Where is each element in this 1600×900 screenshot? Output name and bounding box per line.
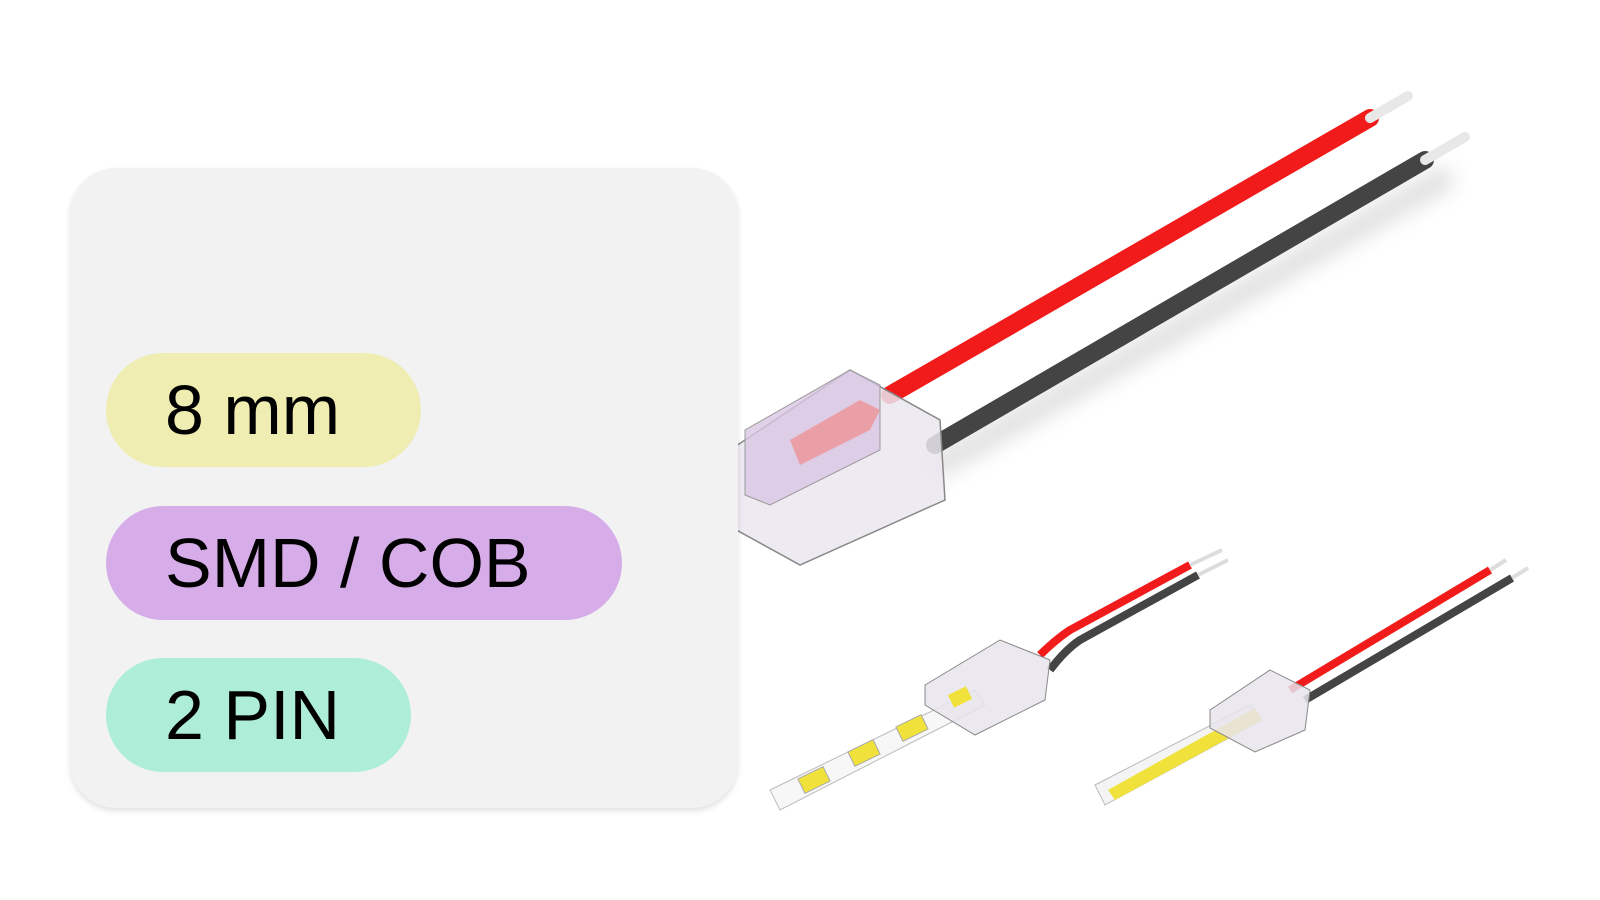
led-chip xyxy=(895,714,929,742)
pins-badge: 2 PIN xyxy=(106,658,411,772)
pins-label: 2 PIN xyxy=(165,676,341,754)
black-wire xyxy=(926,151,1434,454)
cob-connector-housing xyxy=(1209,669,1311,753)
red-wire xyxy=(881,109,1379,404)
smd-strip-connector xyxy=(769,548,1229,811)
small-connector-housing xyxy=(924,639,1051,736)
black-wire-tip xyxy=(1420,132,1470,165)
red-wire-tip xyxy=(1365,91,1413,123)
width-badge: 8 mm xyxy=(106,353,421,467)
width-label: 8 mm xyxy=(165,371,340,449)
spec-card: 8 mm SMD / COB 2 PIN xyxy=(70,168,738,808)
type-label: SMD / COB xyxy=(165,524,531,602)
type-badge: SMD / COB xyxy=(106,506,622,620)
main-connector xyxy=(699,91,1470,566)
led-chip xyxy=(847,739,881,767)
led-chip xyxy=(797,766,831,794)
cob-strip-connector xyxy=(1094,558,1530,806)
